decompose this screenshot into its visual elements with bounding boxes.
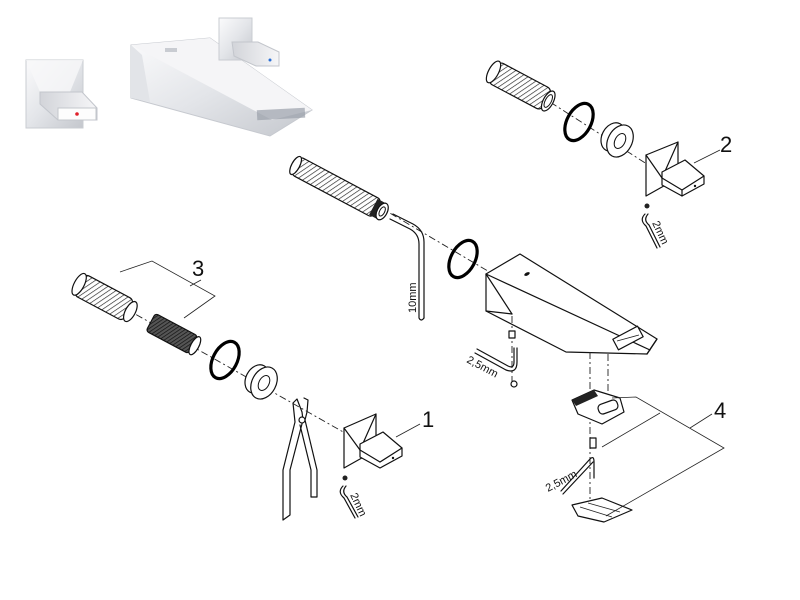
aerator-set: 2,5mm bbox=[544, 389, 725, 523]
spout-sleeve-assembly: 10mm bbox=[289, 155, 521, 321]
callout-1: 1 bbox=[422, 407, 434, 432]
cold-indicator-icon bbox=[268, 58, 272, 62]
left-o-ring bbox=[209, 339, 241, 381]
threaded-sleeve bbox=[291, 157, 381, 217]
hot-handle-render bbox=[25, 59, 98, 129]
hex-key-10mm-label: 10mm bbox=[407, 282, 419, 313]
right-handle-assembly: 2mm bbox=[485, 60, 721, 249]
hot-indicator-icon bbox=[75, 112, 79, 116]
spout-body: 2,5mm bbox=[465, 253, 658, 510]
callout-2: 2 bbox=[720, 132, 732, 157]
spout-render bbox=[130, 37, 313, 137]
callout-3: 3 bbox=[192, 256, 204, 281]
spout-set-screw bbox=[508, 330, 516, 339]
left-handle-assembly: 2mm bbox=[71, 260, 421, 521]
right-o-ring bbox=[563, 101, 595, 143]
hex-key-2mm-left-label: 2mm bbox=[347, 491, 368, 518]
callout-4: 4 bbox=[714, 398, 726, 423]
spout-o-ring bbox=[447, 238, 479, 280]
cold-handle-render bbox=[218, 17, 280, 67]
product-preview bbox=[25, 17, 313, 137]
